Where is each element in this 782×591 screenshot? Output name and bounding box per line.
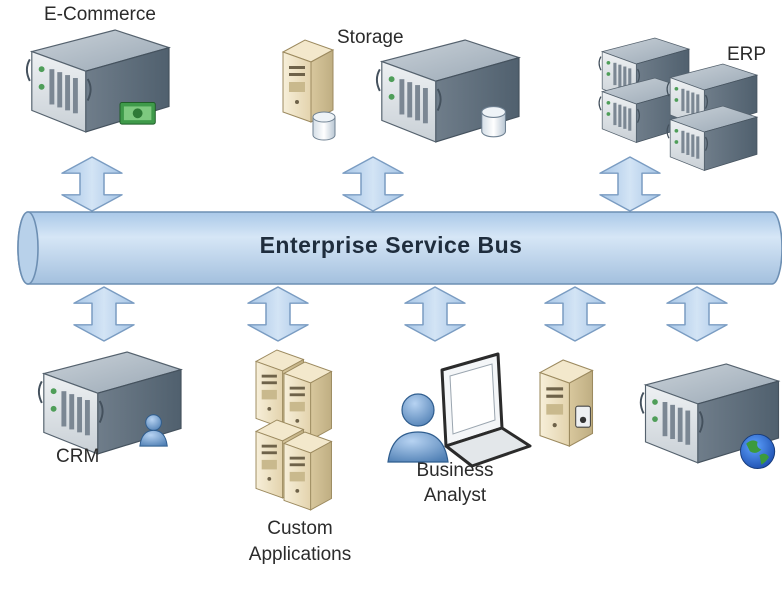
arrow-custom-apps — [247, 286, 309, 342]
arrow-business-analyst — [404, 286, 466, 342]
ecommerce-server-icon — [25, 29, 170, 133]
ecommerce-label: E-Commerce — [44, 4, 156, 25]
erp-label: ERP — [727, 44, 767, 65]
arrow-ecommerce — [61, 156, 123, 212]
storage-tower-icon — [282, 39, 336, 141]
business-analyst-label-line1: Business — [416, 460, 494, 481]
storage-label: Storage — [337, 27, 404, 48]
business-analyst-label-line2: Analyst — [423, 485, 487, 506]
bus-label: Enterprise Service Bus — [259, 232, 523, 258]
business-analyst-laptop-icon — [387, 352, 532, 468]
arrow-crm — [73, 286, 135, 342]
crm-label: CRM — [56, 446, 100, 467]
custom-applications-label-line1: Custom — [267, 518, 333, 539]
enterprise-service-bus-pipe — [17, 211, 782, 285]
secure-tower-server-icon — [539, 359, 594, 447]
storage-server-icon — [375, 39, 520, 143]
web-server-icon — [639, 363, 780, 469]
custom-applications-label-line2: Applications — [248, 544, 352, 565]
arrow-secure-server — [544, 286, 606, 342]
crm-server-icon — [37, 351, 182, 455]
arrow-erp — [599, 156, 661, 212]
arrow-storage — [342, 156, 404, 212]
custom-applications-towers-icon — [255, 349, 332, 511]
arrow-web-server — [666, 286, 728, 342]
